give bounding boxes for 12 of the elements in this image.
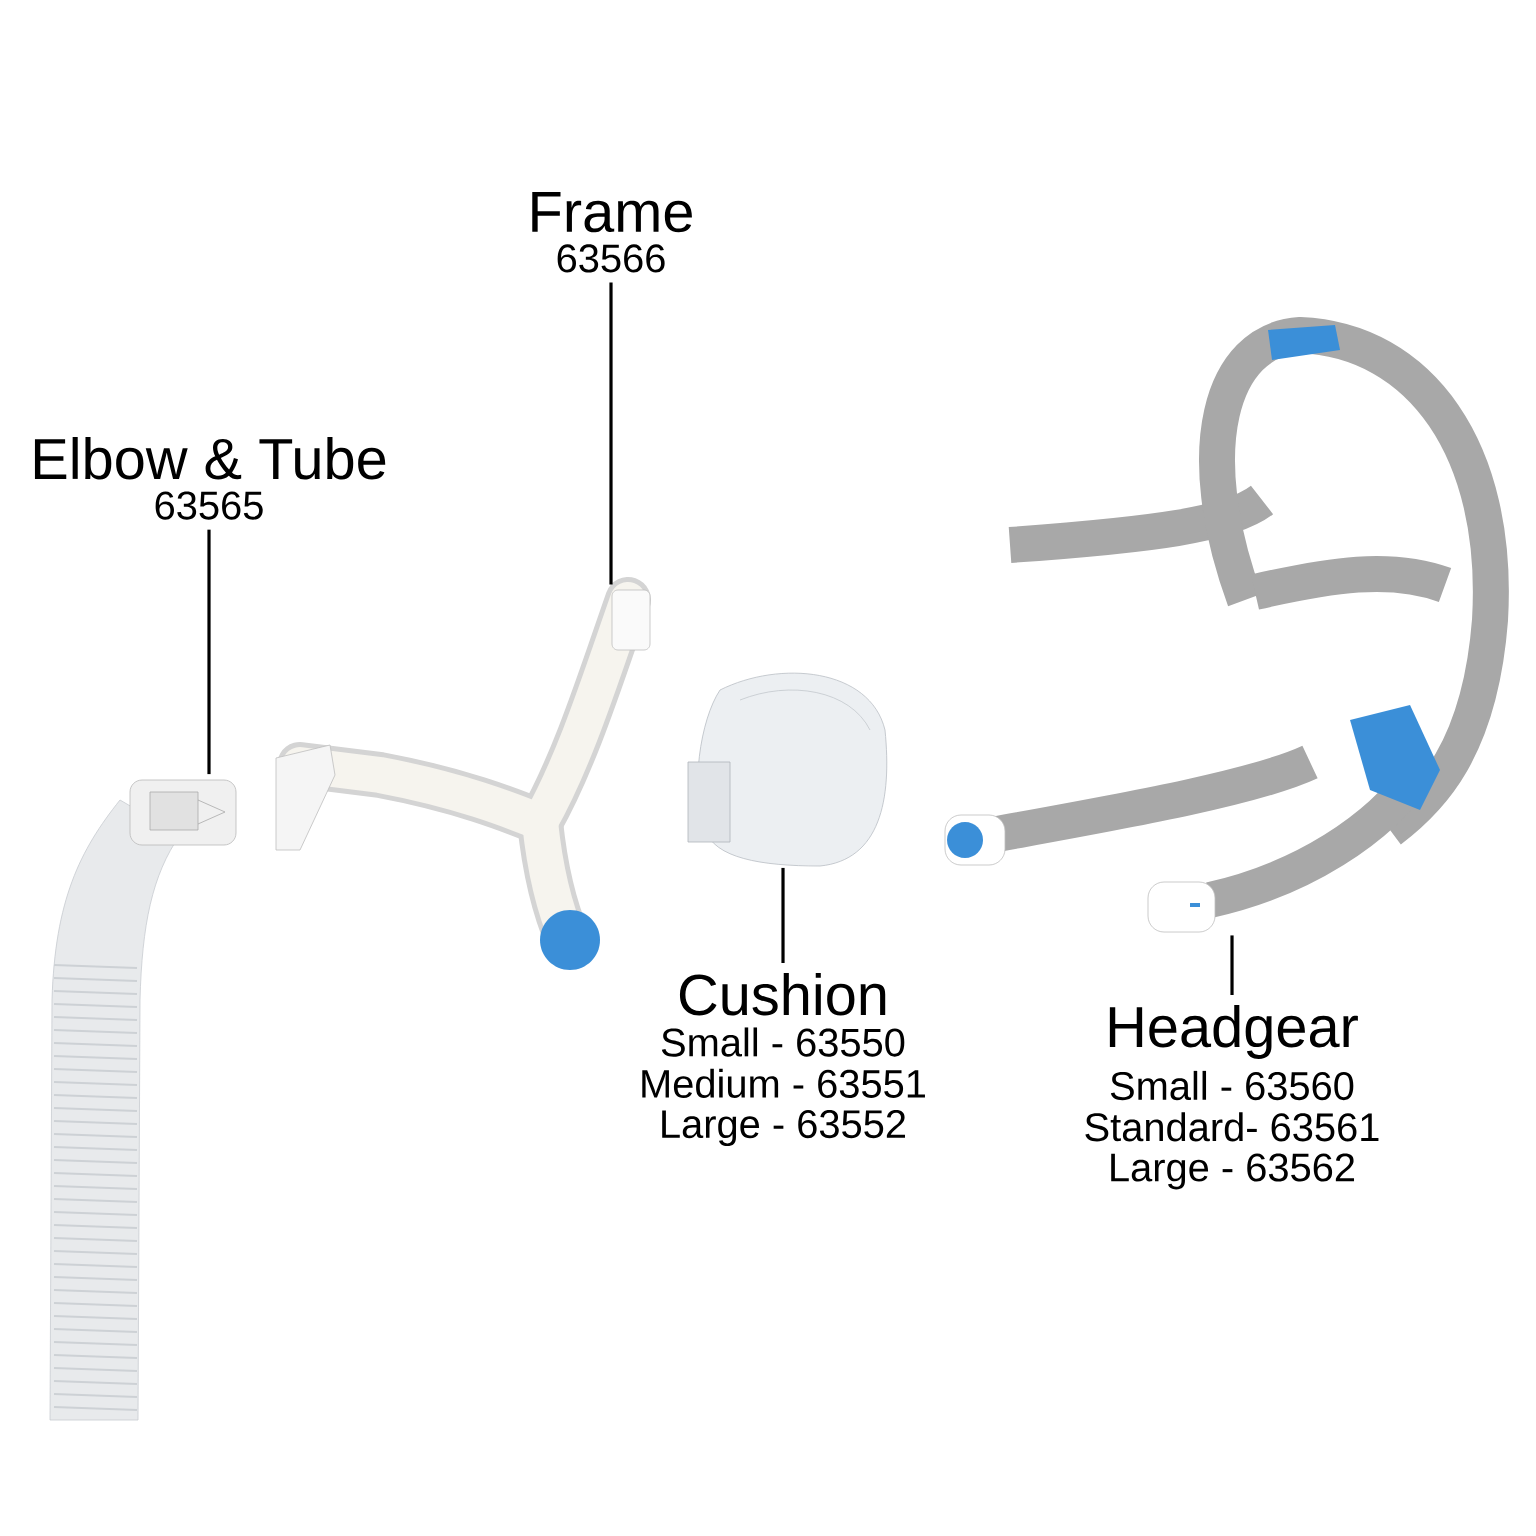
leader-line: [781, 867, 785, 963]
cushion-drawing: [687, 672, 888, 867]
part-label: Cushion Small - 63550 Medium - 63551 Large - 63552: [642, 973, 925, 1147]
part-label: Frame 63566: [532, 192, 692, 273]
part-label: Headgear Small - 63560 Standard- 63561 Large - 63562: [1085, 1005, 1379, 1190]
elbow-tube-drawing: [49, 779, 237, 1421]
part-label: Elbow & Tube 63565: [34, 437, 386, 520]
leader-line: [609, 282, 613, 585]
frame-drawing: [275, 577, 651, 970]
leader-line: [207, 529, 211, 775]
headgear-drawing: [944, 317, 1509, 933]
leader-line: [1230, 935, 1234, 995]
